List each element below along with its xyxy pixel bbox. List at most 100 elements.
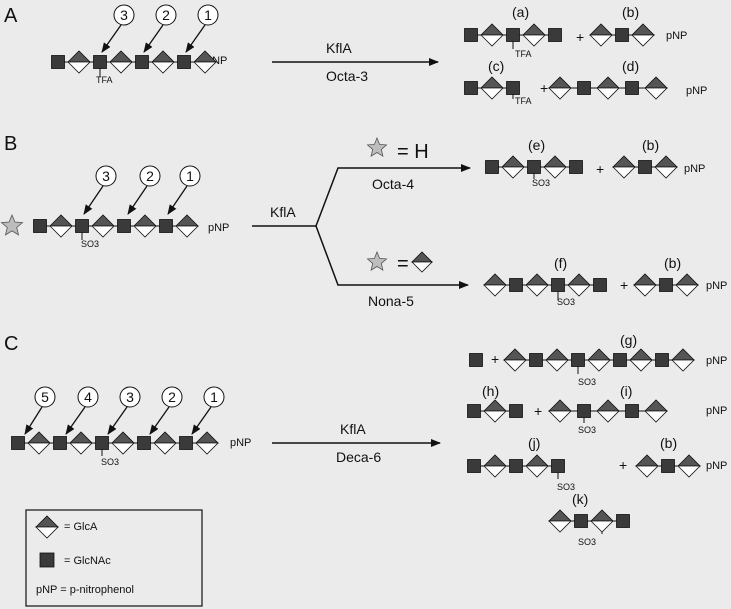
glcnac-square bbox=[659, 278, 673, 292]
glca-diamond-top bbox=[654, 155, 678, 168]
cleavage-arrow bbox=[185, 24, 206, 53]
substrate-label-c: Deca-6 bbox=[336, 449, 381, 465]
glca-diamond-top bbox=[522, 23, 546, 36]
cleavage-arrow bbox=[65, 406, 86, 435]
cleavage-site-number: 1 bbox=[186, 168, 194, 184]
cleavage-site-number: 5 bbox=[41, 389, 49, 405]
glca-diamond-bottom bbox=[671, 359, 695, 372]
product-label-h: (h) bbox=[482, 383, 499, 399]
glca-diamond-bottom bbox=[109, 61, 133, 74]
panel-letter-c: C bbox=[4, 333, 18, 355]
glca-diamond-bottom bbox=[677, 465, 701, 478]
cleavage-site-number: 3 bbox=[120, 7, 128, 23]
glca-diamond-bottom bbox=[635, 465, 659, 478]
glcnac-square bbox=[485, 160, 499, 174]
glca-diamond-top bbox=[525, 273, 549, 286]
sub-label-c-i: SO3 bbox=[578, 425, 596, 435]
glca-diamond-top bbox=[35, 515, 59, 528]
glca-diamond-top bbox=[153, 431, 177, 444]
substrate-label-b-bottom: Nona-5 bbox=[368, 293, 414, 309]
pnp-label-a-b: pNP bbox=[666, 30, 687, 42]
enzyme-label-c: KflA bbox=[340, 421, 366, 437]
glca-diamond-top bbox=[503, 348, 527, 361]
glcnac-square bbox=[467, 404, 481, 418]
glca-diamond-bottom bbox=[91, 225, 115, 238]
glca-diamond-bottom bbox=[548, 87, 572, 100]
pnp-label-b: pNP bbox=[208, 222, 229, 234]
plus-c2: + bbox=[534, 403, 542, 419]
glca-diamond-top bbox=[175, 214, 199, 227]
glcnac-square bbox=[577, 81, 591, 95]
glcnac-square bbox=[464, 81, 478, 95]
glca-diamond-bottom bbox=[548, 520, 572, 533]
cleavage-arrow bbox=[107, 406, 128, 435]
glca-diamond-bottom bbox=[35, 526, 59, 539]
cleavage-site-circle bbox=[34, 386, 56, 408]
product-label-f: (f) bbox=[554, 255, 567, 271]
glca-diamond-top bbox=[151, 50, 175, 63]
cleavage-arrow bbox=[149, 406, 170, 435]
cleavage-site-number: 2 bbox=[146, 168, 154, 184]
legend-glcnac-label: = GlcNAc bbox=[64, 555, 111, 567]
glca-diamond-top bbox=[501, 155, 525, 168]
glcnac-square bbox=[551, 459, 565, 473]
glcnac-square bbox=[616, 514, 630, 528]
glca-diamond-top bbox=[644, 76, 668, 89]
glca-diamond-bottom bbox=[503, 359, 527, 372]
product-label-j: (j) bbox=[528, 435, 540, 451]
glca-diamond-top bbox=[631, 23, 655, 36]
glca-diamond-top bbox=[671, 348, 695, 361]
glca-diamond-bottom bbox=[644, 87, 668, 100]
glca-diamond-bottom bbox=[480, 34, 504, 47]
enzyme-label-b: KflA bbox=[270, 204, 296, 220]
plus-c3: + bbox=[619, 457, 627, 473]
cleavage-site-number: 1 bbox=[204, 7, 212, 23]
cleavage-site-circle bbox=[179, 165, 201, 187]
glcnac-square bbox=[509, 278, 523, 292]
cleavage-site-circle bbox=[203, 386, 225, 408]
pnp-label-b-b1: pNP bbox=[684, 163, 705, 175]
glcnac-square bbox=[135, 55, 149, 69]
plus-b1: + bbox=[596, 161, 604, 177]
glca-diamond-bottom bbox=[193, 61, 217, 74]
glcnac-square bbox=[593, 278, 607, 292]
glcnac-square bbox=[655, 353, 669, 367]
pnp-label-c-g: pNP bbox=[706, 355, 727, 367]
glca-diamond-bottom bbox=[629, 359, 653, 372]
star-eq-glca: = bbox=[397, 253, 409, 275]
glca-diamond-top bbox=[644, 399, 668, 412]
glca-diamond-bottom bbox=[27, 442, 51, 455]
sub-label-b: SO3 bbox=[81, 239, 99, 249]
glca-diamond-top bbox=[480, 23, 504, 36]
pnp-label-c-b: pNP bbox=[706, 460, 727, 472]
cleavage-site-circle bbox=[119, 386, 141, 408]
glcnac-square bbox=[625, 404, 639, 418]
cleavage-site-circle bbox=[155, 4, 177, 26]
product-label-b3: (b) bbox=[660, 435, 677, 451]
cleavage-site-number: 4 bbox=[84, 389, 92, 405]
glca-diamond-top bbox=[69, 431, 93, 444]
glca-diamond-top bbox=[411, 251, 433, 263]
product-label-c: (c) bbox=[488, 58, 504, 74]
glca-diamond-top bbox=[195, 431, 219, 444]
b-arrow-bottom bbox=[315, 225, 469, 289]
product-label-b2: (b) bbox=[664, 255, 681, 271]
star-icon bbox=[366, 250, 388, 271]
glca-diamond-top bbox=[675, 273, 699, 286]
glcnac-square bbox=[467, 459, 481, 473]
product-label-b: (b) bbox=[622, 4, 639, 20]
cleavage-site-circle bbox=[77, 386, 99, 408]
glca-diamond-top bbox=[483, 454, 507, 467]
glcnac-square bbox=[39, 552, 55, 568]
glca-diamond-top bbox=[133, 214, 157, 227]
glcnac-square bbox=[638, 160, 652, 174]
glca-diamond-top bbox=[27, 431, 51, 444]
sub-label-b-e: SO3 bbox=[532, 178, 550, 188]
glca-diamond-bottom bbox=[67, 61, 91, 74]
glcnac-square bbox=[95, 436, 109, 450]
glca-diamond-top bbox=[91, 214, 115, 227]
glca-diamond-bottom bbox=[49, 225, 73, 238]
plus-c1: + bbox=[491, 351, 499, 367]
plus-a1: + bbox=[576, 29, 584, 45]
glca-diamond-top bbox=[629, 348, 653, 361]
